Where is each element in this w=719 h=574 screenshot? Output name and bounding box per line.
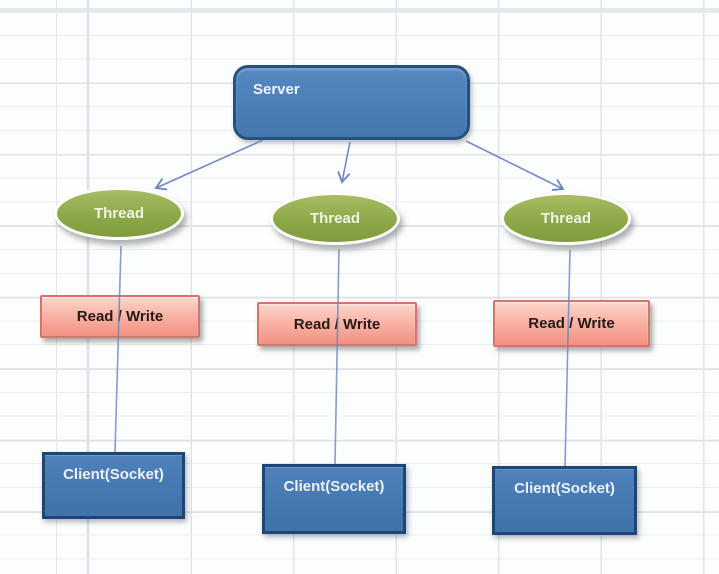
client-label: Client(Socket) [63,466,164,483]
connector-thread3-client3[interactable] [564,249,571,467]
client-label: Client(Socket) [283,478,385,495]
arrow-server-to-thread-1[interactable] [154,139,264,191]
read-write-node-3[interactable]: Read / Write [493,300,650,347]
server-label: Server [253,81,300,98]
thread-label: Thread [93,205,144,222]
client-node-2[interactable]: Client(Socket) [262,464,406,534]
thread-label: Thread [540,210,591,227]
read-write-label: Read / Write [76,308,164,325]
arrow-server-to-thread-2[interactable] [337,141,351,184]
thread-node-1[interactable]: Thread [54,187,184,240]
server-node[interactable]: Server [233,65,470,140]
thread-node-2[interactable]: Thread [270,192,400,245]
read-write-label: Read / Write [528,315,615,332]
client-label: Client(Socket) [514,480,615,497]
arrow-server-to-thread-3[interactable] [465,140,565,191]
connector-thread1-client1[interactable] [114,245,122,453]
client-node-1[interactable]: Client(Socket) [42,452,185,519]
thread-node-3[interactable]: Thread [501,192,631,245]
client-node-3[interactable]: Client(Socket) [492,466,637,535]
connector-thread2-client2[interactable] [334,248,340,465]
thread-label: Thread [309,210,360,227]
